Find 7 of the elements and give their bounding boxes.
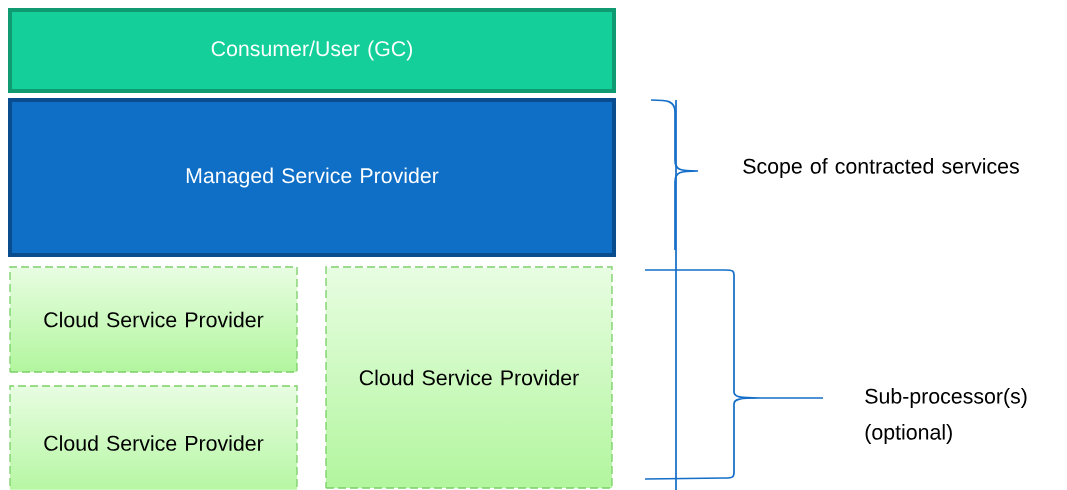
cloud-provider-box: Cloud Service Provider [9, 266, 298, 373]
cloud-provider-box: Cloud Service Provider [9, 385, 298, 490]
provider-box: Managed Service Provider [8, 98, 616, 257]
user-box: Consumer/User (GC) [8, 8, 616, 93]
bracket-label: Scope of contracted services [743, 158, 1019, 178]
cloud-provider-box: Cloud Service Provider [325, 266, 613, 489]
bracket-label: Sub-processor(s) (optional) [865, 388, 1027, 444]
